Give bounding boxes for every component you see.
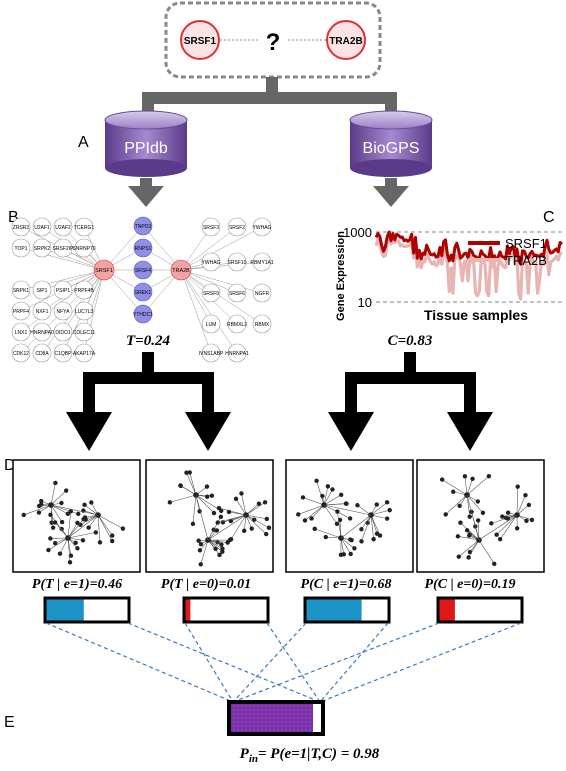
p-in-label: Pin: [240, 746, 258, 765]
protein-node-label: HNRNPA0: [30, 330, 54, 336]
protein-node-label: PRPF4B: [74, 288, 94, 294]
protein-node-label: C1QBP: [55, 351, 73, 357]
protein-node-label: SRSF2IP: [53, 246, 75, 252]
split-arrow-t: [66, 352, 231, 451]
protein-node-label: DIDO1: [55, 330, 71, 336]
srsf1-hub-node-label: SRSF1: [95, 268, 113, 274]
shared-protein-node-label: YTHDC1: [133, 312, 153, 318]
protein-node-label: LUC7L3: [75, 309, 94, 315]
protein-node-label: LNX1: [15, 330, 28, 336]
protein-node-label: RBMXL2: [227, 322, 247, 328]
ppidb-cylinder: PPIdb: [105, 111, 187, 177]
probability-bar-fill: [440, 600, 455, 621]
protein-node-label: PSIP1: [56, 288, 70, 294]
shared-protein-node-label: TNPO3: [135, 224, 152, 230]
network-box: [286, 460, 413, 572]
split-arrow-top: [142, 77, 397, 112]
probability-bar-fill: [47, 600, 84, 621]
connection-lines: [46, 623, 521, 702]
protein-node-label: SRSF2: [229, 225, 245, 231]
shared-protein-node-label: SREK1: [135, 290, 152, 296]
tra2b-hub-node-label: TRA2B: [172, 268, 190, 274]
question-mark: ?: [266, 29, 281, 56]
protein-node-label: SNRNP70: [72, 246, 95, 252]
tra2b-query-label: TRA2B: [329, 36, 362, 47]
probability-bar-fill: [307, 600, 362, 621]
protein-node-label: CDK12: [13, 351, 29, 357]
protein-node-label: ZRSR2: [13, 225, 30, 231]
db-arrows: [128, 178, 409, 207]
protein-node-label: U2AF2: [55, 225, 71, 231]
protein-node-label: NGFR: [255, 291, 270, 297]
query-box: SRSF1 TRA2B ?: [166, 3, 380, 77]
random-networks: [13, 460, 544, 572]
c-score: C=0.83: [388, 333, 433, 349]
protein-node-label: YWHAG: [202, 260, 221, 266]
protein-node-label: AKAP17A: [73, 351, 96, 357]
network-box: [146, 460, 273, 572]
protein-node-label: SIP1: [37, 288, 48, 294]
y-axis-label: Gene Expression: [335, 231, 347, 321]
protein-node-label: U2AF1: [34, 225, 50, 231]
protein-node-label: HNRNPA1: [225, 351, 249, 357]
shared-protein-node-label: RNPS1: [135, 246, 152, 252]
protein-node-label: YWHAG: [253, 225, 272, 231]
protein-node-label: NXF1: [36, 309, 49, 315]
panel-letter-c: C: [543, 209, 555, 226]
panel-letter-e: E: [4, 714, 15, 731]
network-box: [13, 460, 140, 572]
y-tick-10: 10: [358, 295, 372, 310]
probability-label: P(T | e=1)=0.46: [32, 577, 122, 592]
protein-node-label: CD8A: [35, 351, 49, 357]
shared-protein-node-label: SRSF4: [135, 268, 151, 274]
probability-label: P(C | e=0)=0.19: [425, 577, 516, 592]
protein-node-label: IVNS1ABP: [199, 351, 224, 357]
probability-label: P(T | e=0)=0.01: [161, 577, 251, 592]
protein-node-label: TOP1: [15, 246, 28, 252]
split-arrow-c: [328, 352, 493, 451]
protein-node-label: SRSF6: [229, 291, 245, 297]
protein-node-label: LUM: [206, 322, 217, 328]
protein-node-label: RBMY1A1: [250, 260, 274, 266]
legend-label-srsf1: SRSF1: [505, 236, 547, 251]
legend-label-tra2b: TRA2B: [505, 253, 547, 268]
panel-letter-a: A: [78, 134, 89, 151]
protein-node-label: SRPK1: [13, 288, 30, 294]
probability-label: P(C | e=1)=0.68: [301, 577, 392, 592]
p-in-formula: = P(e=1|T,C) = 0.98: [258, 746, 380, 762]
protein-node-label: RBMX: [255, 322, 270, 328]
ppidb-label: PPIdb: [124, 140, 168, 157]
t-score: T=0.24: [126, 333, 170, 349]
protein-node-label: SRSF9: [203, 291, 219, 297]
probability-bar-fill: [186, 600, 191, 621]
protein-node-label: SRSF10: [228, 260, 247, 266]
protein-node-label: TCERG1: [74, 225, 95, 231]
protein-node-label: PRPF4: [13, 309, 29, 315]
protein-node-label: SRSF3: [203, 225, 219, 231]
srsf1-query-label: SRSF1: [184, 36, 217, 47]
biogps-label: BioGPS: [363, 140, 420, 157]
x-axis-label: Tissue samples: [424, 307, 528, 323]
y-tick-1000: 1000: [343, 225, 372, 240]
probability-bar: [184, 598, 268, 622]
protein-node-label: SRPK2: [34, 246, 51, 252]
probability-bars: P(T | e=1)=0.46 P(T | e=0)=0.01 P(C | e=1)…: [32, 577, 522, 622]
protein-node-label: COLEC11: [73, 330, 96, 336]
expression-chart: 1000 10 Gene Expression Tissue samples S…: [335, 225, 562, 323]
protein-node-label: NFYA: [57, 309, 71, 315]
final-probability-bar: Pin = P(e=1|T,C) = 0.98: [229, 702, 380, 765]
biogps-cylinder: BioGPS: [350, 111, 432, 177]
final-bar-fill: [231, 704, 313, 732]
network-box: [417, 460, 544, 572]
